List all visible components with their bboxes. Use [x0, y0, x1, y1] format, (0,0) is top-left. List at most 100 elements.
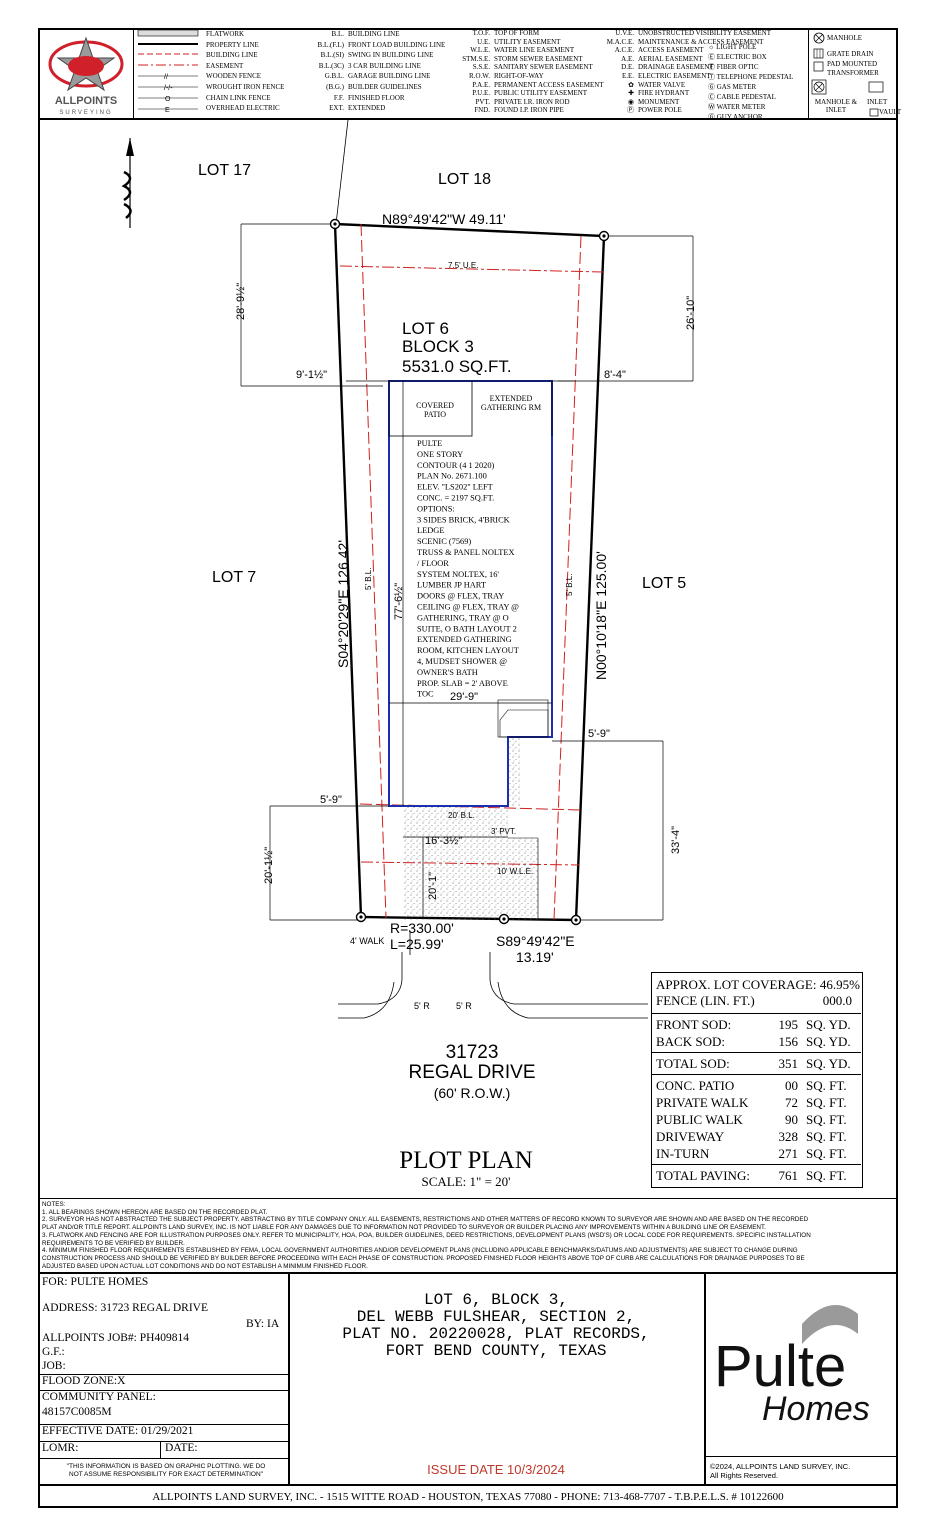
street-name: REGAL DRIVE [408, 1062, 535, 1083]
note-line: 1. ALL BEARINGS SHOWN HEREON ARE BASED O… [42, 1208, 268, 1216]
plot-plan-scale: SCALE: 1" = 20' [421, 1174, 510, 1189]
guy-anchor-icon: Ⓖ [708, 113, 715, 121]
job-number: ALLPOINTS JOB#: PH409814 [42, 1332, 189, 1344]
lot-division-line [335, 119, 349, 225]
general-notes: NOTES: 1. ALL BEARINGS SHOWN HEREON ARE … [40, 1198, 896, 1272]
dim-side-left-front: 5'-9" [320, 794, 342, 806]
svg-text:/-/-: /-/- [164, 85, 173, 92]
inturn-label: IN-TURN [656, 1146, 710, 1161]
gf-number: G.F.: [42, 1346, 65, 1358]
walk-label: 4' WALK [350, 936, 384, 946]
pulte-logo: Pulte Homes [714, 1305, 870, 1428]
covered-patio [388, 380, 473, 437]
total-paving-label: TOTAL PAVING: [656, 1168, 750, 1183]
north-arrow-icon [121, 138, 134, 228]
total-sod-value: 351 [778, 1056, 799, 1071]
curve-length: L=25.99' [390, 936, 444, 952]
wle-label: 10' W.L.E. [497, 867, 533, 876]
legal-line: FORT BEND COUNTY, TEXAS [385, 1342, 607, 1360]
north-bearing: N89°49'42"W 49.11' [382, 211, 506, 227]
inturn-unit: SQ. FT. [806, 1146, 847, 1161]
job-info: FOR: PULTE HOMES ADDRESS: 31723 REGAL DR… [38, 1274, 290, 1486]
house-note-line: / FLOOR [417, 559, 449, 568]
allpoints-logo: ALLPOINTS SURVEYING [38, 28, 134, 118]
gas-meter-icon: Ⓖ [708, 83, 715, 91]
total-paving-unit: SQ. FT. [806, 1168, 847, 1183]
note-line: ADJUSTED BASED UPON ACTUAL LOT CONDITION… [42, 1262, 368, 1270]
house-note-line: DOORS @ FLEX, TRAY [417, 592, 504, 601]
bl-right-label: 5' B.L. [565, 574, 574, 596]
east-bearing: N00°10'18"E 125.00' [593, 551, 609, 680]
building-line-left [360, 223, 387, 919]
dim-side-right-front: 5'-9" [588, 728, 610, 740]
dim-house-depth: 77'-6½" [393, 583, 405, 620]
public-walk-label: PUBLIC WALK [656, 1112, 743, 1127]
plot-plan-title: PLOT PLAN [399, 1147, 533, 1174]
fence-value: 000.0 [822, 993, 852, 1008]
lot-7-label: LOT 7 [212, 569, 256, 586]
house-note-line: TRUSS & PANEL NOLTEX [417, 548, 515, 557]
flood-zone: FLOOD ZONE:X [38, 1374, 290, 1390]
back-sod-value: 156 [778, 1034, 799, 1049]
note-line: CONSTRUCTION PROCESS AND SHOULD BE VERIF… [42, 1254, 805, 1262]
telephone-icon: Ⓣ [708, 73, 715, 81]
total-paving-value: 761 [778, 1168, 799, 1183]
house-note-line: CONTOUR (4 1 2020) [417, 461, 495, 470]
dim-house-width: 29'-9" [450, 691, 478, 703]
issue-date: ISSUE DATE 10/3/2024 [427, 1462, 565, 1477]
address: ADDRESS: 31723 REGAL DRIVE [42, 1302, 209, 1314]
copyright: ©2024, ALLPOINTS LAND SURVEY, INC.All Ri… [706, 1456, 898, 1486]
driveway-value: 328 [778, 1129, 799, 1144]
house-note-line: TOC [417, 690, 434, 699]
house-note-line: SYSTEM NOLTEX, 16' [417, 570, 499, 579]
house-note-line: CEILING @ FLEX, TRAY @ [417, 603, 519, 612]
radius-left-label: 5' R [414, 1001, 430, 1011]
sheet-frame [38, 28, 898, 1508]
company-footer: ALLPOINTS LAND SURVEY, INC. - 1515 WITTE… [38, 1484, 898, 1508]
house-note-line: LEDGE [417, 526, 444, 535]
house-note-line: EXTENDED GATHERING [417, 635, 512, 644]
client: FOR: PULTE HOMES [42, 1276, 149, 1288]
note-line: 2. SURVEYOR HAS NOT ABSTRACTED THE SUBJE… [42, 1216, 809, 1224]
street-number: 31723 [446, 1042, 499, 1063]
community-panel: 48157C0085M [42, 1406, 112, 1418]
house-note-line: LUMBER JP HART [417, 581, 486, 590]
bl-front-label: 20' B.L. [448, 811, 475, 820]
house-note-line: SCENIC (7569) [417, 537, 471, 546]
dim-drive-depth: 20'-1" [427, 872, 439, 900]
patio-label-2: PATIO [424, 410, 446, 419]
back-sod-label: BACK SOD: [656, 1034, 725, 1049]
community-panel-label: COMMUNITY PANEL: [38, 1390, 290, 1403]
private-walk-label: PRIVATE WALK [656, 1095, 749, 1110]
curve-radius: R=330.00' [390, 920, 454, 936]
back-sod-unit: SQ. YD. [806, 1034, 851, 1049]
fence-label: FENCE (LIN. FT.) [656, 993, 755, 1008]
south-length: 13.19' [516, 949, 554, 965]
building-line-right [553, 235, 582, 921]
house-note-line: PULTE [417, 439, 442, 448]
inlet-label: INLET [867, 98, 888, 106]
svg-text:E: E [165, 107, 170, 114]
water-meter-icon: Ⓦ [708, 103, 715, 111]
title-block: FOR: PULTE HOMES ADDRESS: 31723 REGAL DR… [38, 1272, 898, 1486]
house-note-line: ELEV. "LS202" LEFT [417, 483, 493, 492]
house-note-line: PROP. SLAB = 2' ABOVE [417, 679, 508, 688]
ue-label: 7.5' U.E. [448, 261, 478, 270]
patio-label-1: COVERED [416, 401, 454, 410]
power-pole-icon: Ⓟ [627, 106, 634, 115]
dim-drive-width: 16'-3½" [425, 835, 462, 847]
west-bearing: S04°20'29"E 126.42' [335, 540, 351, 668]
coverage-value: 46.95% [819, 977, 860, 992]
private-walk-value: 72 [785, 1095, 798, 1110]
legal-line: DEL WEBB FULSHEAR, SECTION 2, [356, 1308, 636, 1326]
pvt-label: 3' PVT. [491, 827, 516, 836]
front-sod-label: FRONT SOD: [656, 1017, 732, 1032]
legend-line-samples: // /-/- O E [137, 29, 199, 114]
total-sod-label: TOTAL SOD: [656, 1056, 730, 1071]
radius-right-label: 5' R [456, 1001, 472, 1011]
disclaimer: "THIS INFORMATION IS BASED ON GRAPHIC PL… [38, 1458, 290, 1479]
logo-subtext: SURVEYING [59, 110, 112, 116]
